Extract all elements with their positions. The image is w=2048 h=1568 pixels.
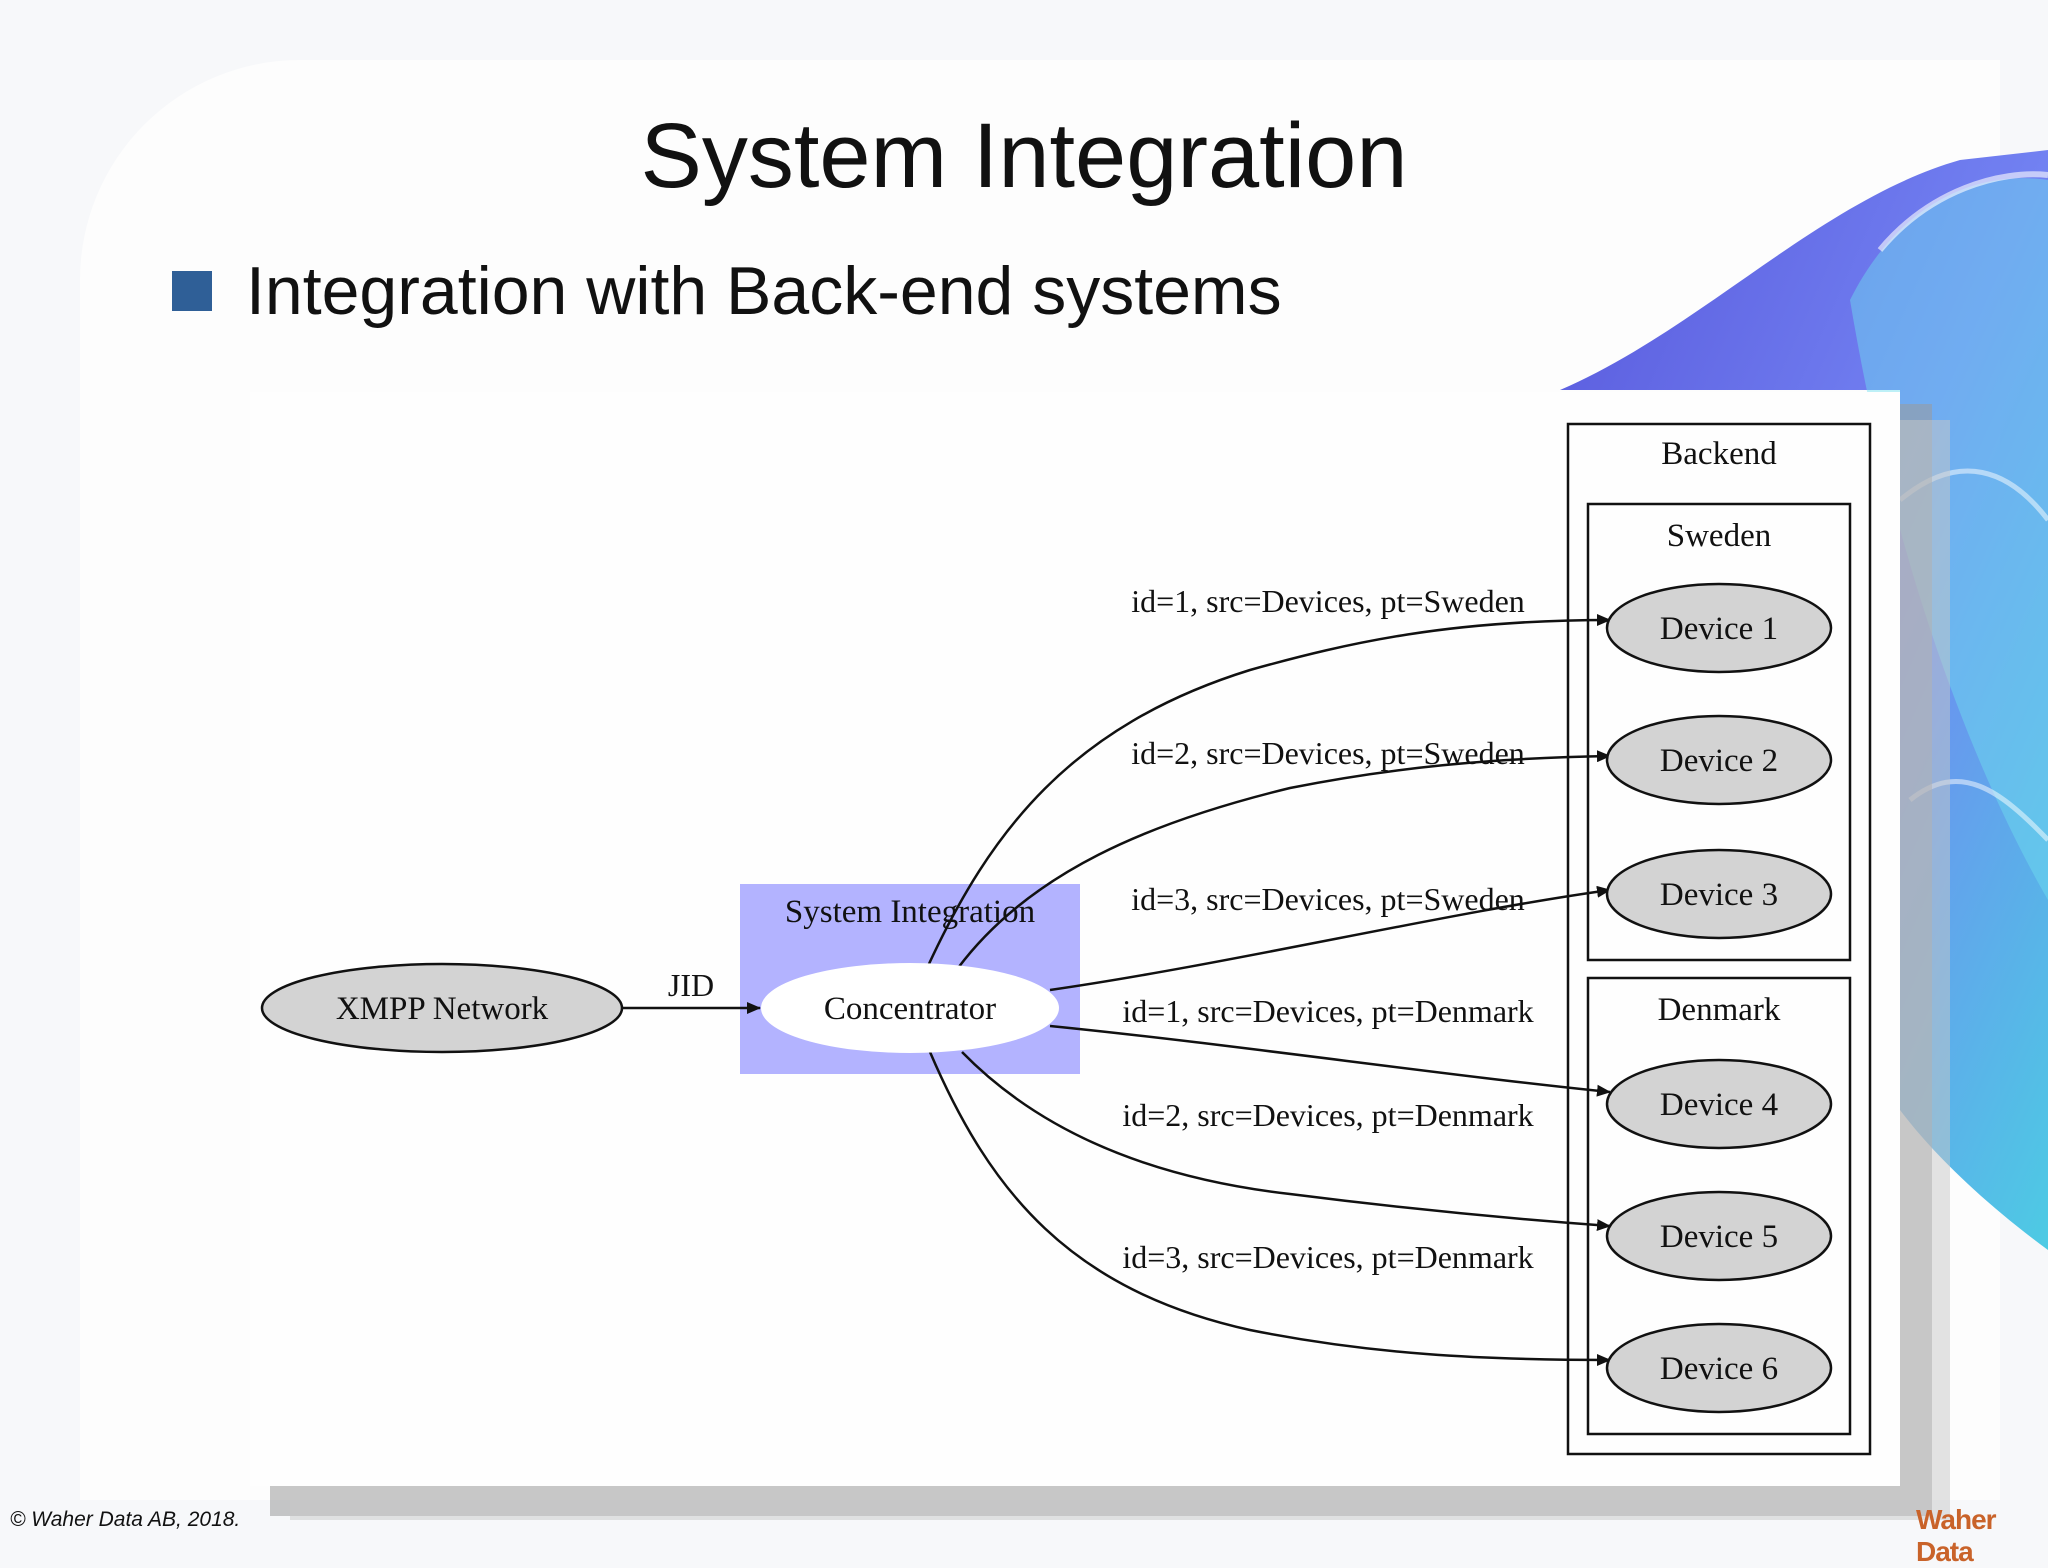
edge-label-jid: JID (668, 967, 714, 1003)
bullet-item: Integration with Back-end systems (172, 252, 1282, 330)
edge-label-device4: id=1, src=Devices, pt=Denmark (1122, 993, 1533, 1029)
node-device4 (1605, 1058, 1833, 1150)
edge-device4 (1049, 1024, 1611, 1097)
node-label-concentrator: Concentrator (824, 991, 996, 1027)
bullet-square-icon (172, 271, 212, 311)
node-label-device4: Device 4 (1660, 1087, 1778, 1123)
node-device5 (1605, 1190, 1833, 1282)
node-concentrator (761, 963, 1059, 1053)
node-label-device5: Device 5 (1660, 1219, 1778, 1255)
node-label-device3: Device 3 (1660, 877, 1778, 913)
node-device1 (1605, 582, 1833, 674)
edge-label-device3: id=3, src=Devices, pt=Sweden (1131, 881, 1525, 917)
company-logo: Waher Data (1916, 1504, 1997, 1567)
cluster-label-backend: Backend (1661, 436, 1777, 472)
copyright-footer: © Waher Data AB, 2018. (10, 1508, 241, 1531)
node-xmpp-network (260, 962, 624, 1054)
edge-label-device5: id=2, src=Devices, pt=Denmark (1122, 1097, 1533, 1133)
node-label-device6: Device 6 (1660, 1351, 1778, 1387)
edge-device5 (961, 1051, 1611, 1232)
node-device2 (1605, 714, 1833, 806)
edge-device2 (957, 750, 1611, 969)
edge-device3 (1049, 885, 1611, 992)
node-device6 (1605, 1322, 1833, 1414)
cluster-label-sweden: Sweden (1667, 518, 1771, 554)
cluster-backend (1566, 422, 1872, 1456)
node-label-xmpp-network: XMPP Network (336, 991, 549, 1027)
edge-label-device1: id=1, src=Devices, pt=Sweden (1131, 583, 1525, 619)
edge-label-device6: id=3, src=Devices, pt=Denmark (1122, 1239, 1533, 1275)
node-label-device2: Device 2 (1660, 743, 1778, 779)
node-device3 (1605, 848, 1833, 940)
cluster-label-denmark: Denmark (1658, 992, 1781, 1028)
diagram-panel: System Integration Backend Sweden Denmar… (250, 392, 1900, 1486)
edge-device6 (928, 1051, 1611, 1366)
node-label-device1: Device 1 (1660, 611, 1778, 647)
cluster-label-system-integration: System Integration (785, 894, 1035, 930)
edge-label-device2: id=2, src=Devices, pt=Sweden (1131, 735, 1525, 771)
cluster-sweden (1586, 502, 1852, 962)
graph-diagram: System Integration Backend Sweden Denmar… (260, 422, 1872, 1456)
cluster-denmark (1586, 976, 1852, 1436)
edge-device1 (926, 614, 1611, 967)
bullet-text: Integration with Back-end systems (246, 253, 1282, 329)
slide-title: System Integration (640, 105, 1408, 207)
